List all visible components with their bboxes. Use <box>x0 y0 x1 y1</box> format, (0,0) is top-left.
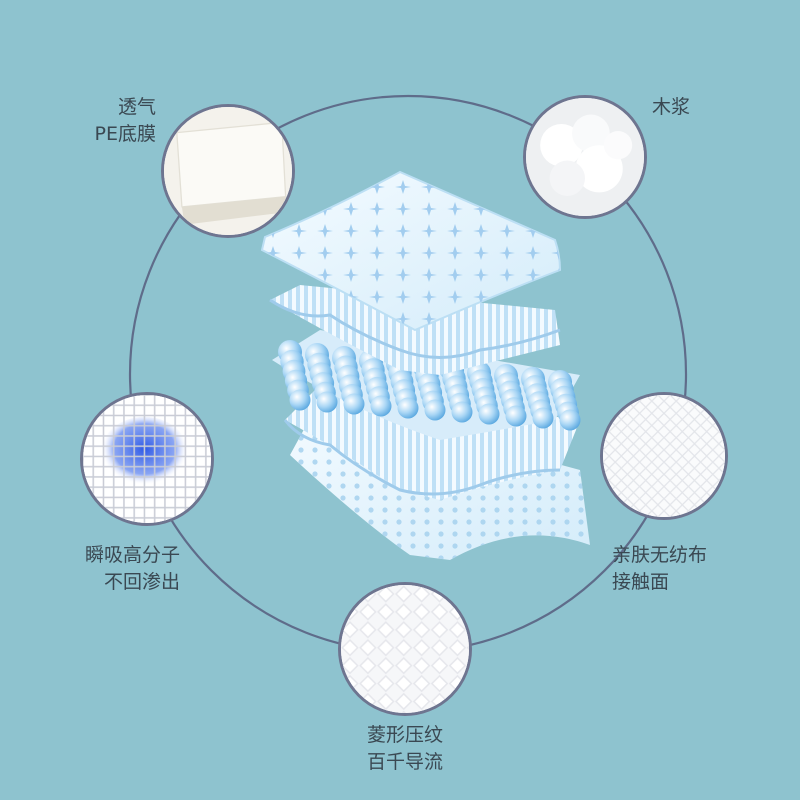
polymer-bead <box>424 399 446 421</box>
diamond-emboss-label-line2: 百千导流 <box>366 751 443 773</box>
polymer-mesh-texture-icon <box>83 395 211 523</box>
nonwoven-label-line1: 亲肤无纺布 <box>612 544 708 566</box>
polymer-bead <box>370 395 392 417</box>
polymer-bubble <box>80 392 214 526</box>
polymer-bead <box>289 389 311 411</box>
pe-film-label-line1: 透气 <box>117 96 156 118</box>
wood-pulp-label-line1: 木浆 <box>652 96 691 118</box>
wood-pulp-bubble <box>523 95 647 219</box>
nonwoven-texture-icon <box>603 395 725 517</box>
perforated-top-sheet-icon <box>260 170 562 332</box>
polymer-label: 瞬吸高分子 不回渗出 <box>40 542 180 596</box>
polymer-bead <box>343 393 365 415</box>
nonwoven-bubble <box>600 392 728 520</box>
pe-film-texture-icon <box>164 107 292 235</box>
diamond-emboss-texture-icon <box>341 585 469 713</box>
nonwoven-label: 亲肤无纺布 接触面 <box>612 542 707 596</box>
polymer-bead <box>559 409 581 431</box>
diamond-emboss-label: 菱形压纹 百千导流 <box>330 722 480 776</box>
polymer-bead <box>316 391 338 413</box>
polymer-bead <box>505 405 527 427</box>
polymer-bead <box>451 401 473 423</box>
wood-pulp-texture-icon <box>526 98 644 216</box>
polymer-label-line1: 瞬吸高分子 <box>84 544 180 566</box>
polymer-label-line2: 不回渗出 <box>103 571 180 593</box>
polymer-bead <box>532 407 554 429</box>
diamond-emboss-label-line1: 菱形压纹 <box>366 724 443 746</box>
pe-film-label-line2: PE底膜 <box>94 123 156 145</box>
polymer-bead-layer-icon <box>272 330 581 440</box>
pe-film-label: 透气 PE底膜 <box>60 94 156 148</box>
nonwoven-label-line2: 接触面 <box>612 571 670 593</box>
pe-film-bubble <box>161 104 295 238</box>
polymer-bead <box>397 397 419 419</box>
wood-pulp-label: 木浆 <box>652 94 690 121</box>
diamond-emboss-bubble <box>338 582 472 716</box>
polymer-bead <box>478 403 500 425</box>
